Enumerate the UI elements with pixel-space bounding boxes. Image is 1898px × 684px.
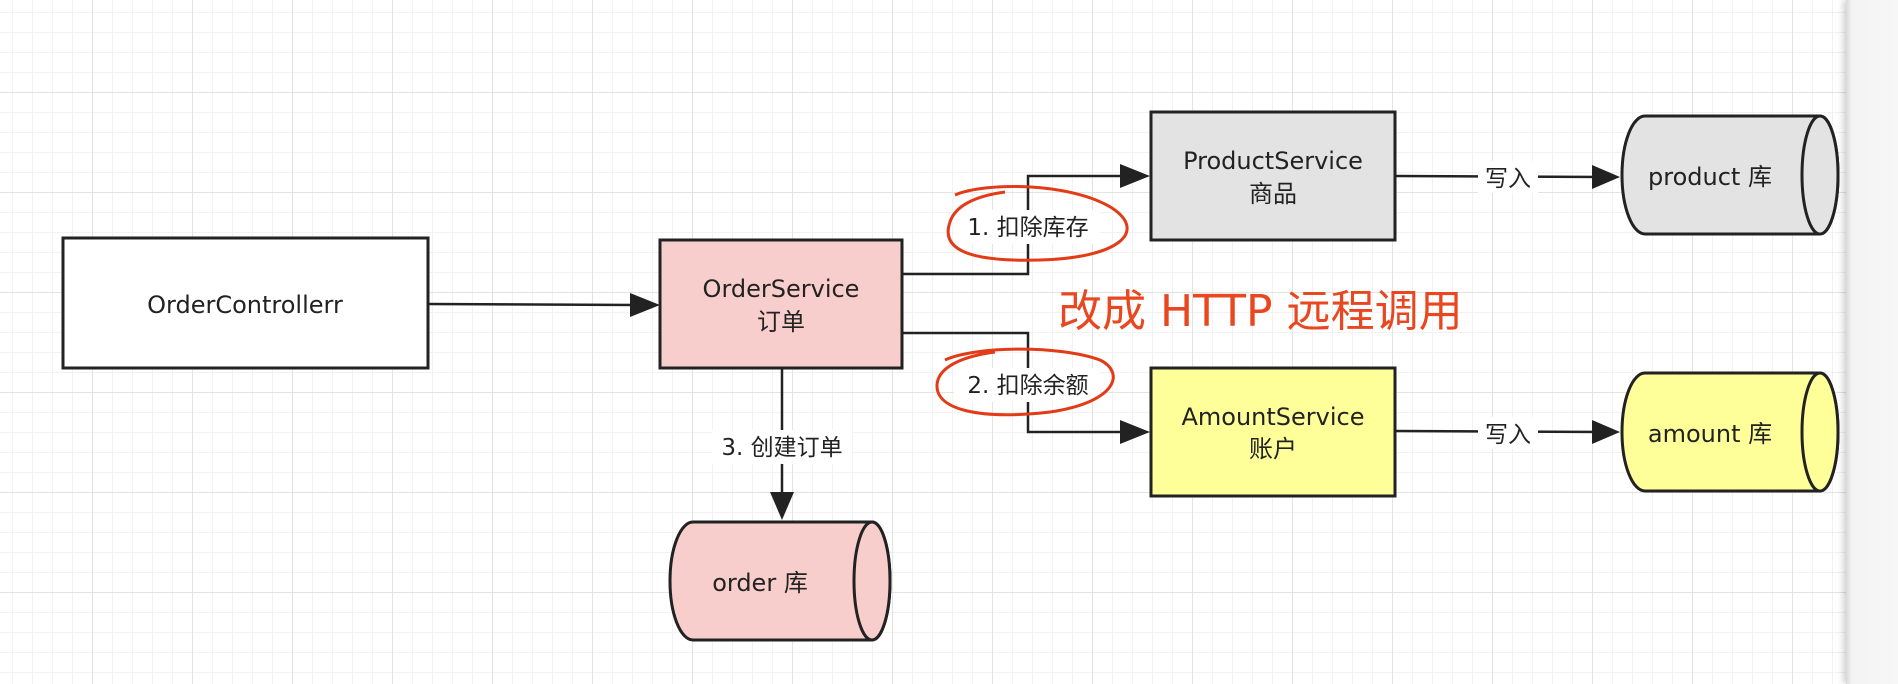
node-product-service[interactable]: ProductService 商品 bbox=[1149, 110, 1397, 242]
node-product-db[interactable]: product 库 bbox=[1620, 114, 1840, 236]
node-amount-service[interactable]: AmountService 账户 bbox=[1149, 366, 1397, 498]
edge-label-create-order: 3. 创建订单 bbox=[721, 435, 842, 461]
edge-label-write-product: 写入 bbox=[1485, 166, 1531, 192]
node-amount-service-name: AmountService bbox=[1181, 403, 1364, 431]
deduct-stock-label-bg bbox=[954, 210, 1100, 244]
annotation-http-remote-call: 改成 HTTP 远程调用 bbox=[1058, 286, 1463, 337]
node-product-service-name: ProductService bbox=[1183, 147, 1363, 175]
node-order-controller[interactable]: OrderControllerr bbox=[61, 236, 430, 370]
deduct-balance-label-bg bbox=[954, 368, 1100, 402]
node-order-service-subtitle: 订单 bbox=[757, 308, 805, 336]
node-amount-service-subtitle: 账户 bbox=[1249, 435, 1297, 463]
node-order-service-name: OrderService bbox=[703, 275, 860, 303]
node-amount-db-label: amount 库 bbox=[1648, 420, 1772, 448]
edge-label-deduct-stock: 1. 扣除库存 bbox=[967, 215, 1088, 241]
write-product-label-bg bbox=[1478, 161, 1538, 193]
node-product-db-label: product 库 bbox=[1648, 163, 1772, 191]
node-order-controller-label: OrderControllerr bbox=[147, 291, 343, 319]
node-product-service-subtitle: 商品 bbox=[1249, 180, 1297, 208]
node-order-db-label: order 库 bbox=[712, 569, 808, 597]
create-order-label-bg bbox=[712, 430, 852, 464]
highlight-circle-balance bbox=[935, 347, 1115, 417]
node-order-db[interactable]: order 库 bbox=[668, 520, 892, 642]
highlight-circle-stock bbox=[946, 185, 1129, 262]
edge-label-deduct-balance: 2. 扣除余额 bbox=[967, 373, 1088, 399]
scrollbar-track[interactable] bbox=[1846, 0, 1898, 684]
edge-label-write-amount: 写入 bbox=[1485, 422, 1531, 448]
node-amount-db[interactable]: amount 库 bbox=[1620, 371, 1840, 493]
write-amount-label-bg bbox=[1478, 417, 1538, 449]
node-order-service[interactable]: OrderService 订单 bbox=[658, 238, 904, 370]
edge-controller-to-order-service bbox=[427, 293, 660, 317]
